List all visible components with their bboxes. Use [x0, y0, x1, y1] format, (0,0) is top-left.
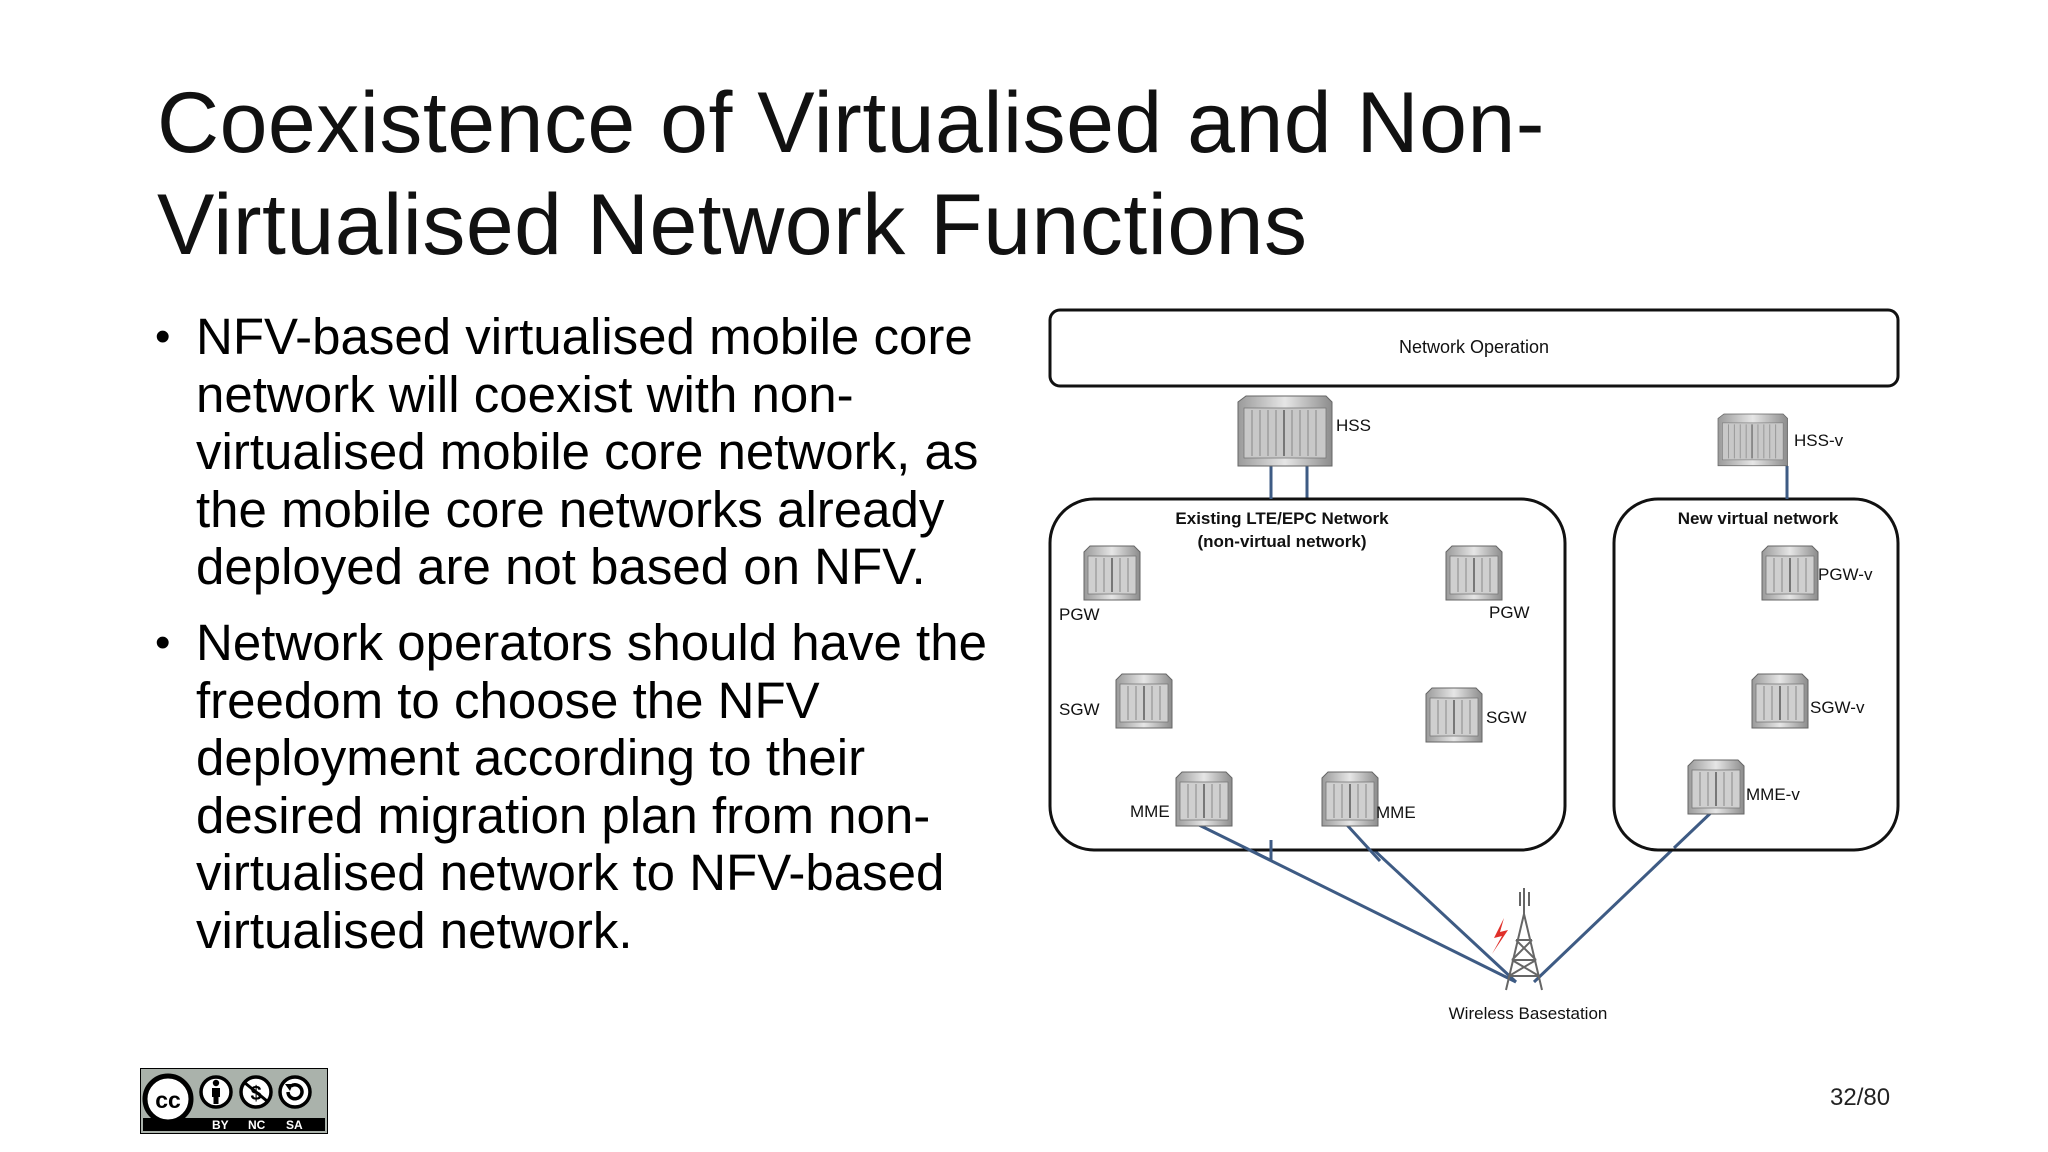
- network-operation-label: Network Operation: [1399, 337, 1549, 357]
- bullet-list: • NFV-based virtualised mobile core netw…: [155, 308, 1015, 978]
- by-icon: [199, 1075, 233, 1109]
- bullet-text: NFV-based virtualised mobile core networ…: [196, 308, 979, 596]
- mme-right-label: MME: [1376, 803, 1416, 822]
- mme-v-label: MME-v: [1746, 785, 1800, 804]
- basestation-tower-icon: [1505, 888, 1543, 991]
- mme-v-server-icon: [1687, 759, 1745, 815]
- basestation-label: Wireless Basestation: [1449, 1004, 1608, 1023]
- pgw-v-server-icon: [1761, 545, 1819, 601]
- title-line-2: Virtualised Network Functions: [157, 177, 1308, 273]
- bullet-item: • Network operators should have the free…: [155, 614, 1015, 960]
- signal-bolt-icon: [1492, 918, 1508, 954]
- existing-network-box: [1048, 497, 1567, 852]
- pgw-right-server-icon: [1445, 545, 1503, 601]
- pgw-v-label: PGW-v: [1818, 565, 1873, 584]
- sgw-right-label: SGW: [1486, 708, 1527, 727]
- bullet-dot-icon: •: [155, 617, 171, 667]
- cc-icon: cc: [142, 1073, 194, 1125]
- pgw-right-label: PGW: [1489, 603, 1530, 622]
- nc-icon: $: [239, 1075, 273, 1109]
- hss-v-server-icon: [1717, 413, 1789, 467]
- page-number: 32/80: [1830, 1084, 1891, 1111]
- cc-sa-label: SA: [286, 1118, 303, 1132]
- mme-right-server-icon: [1321, 771, 1379, 827]
- pgw-left-label: PGW: [1059, 605, 1100, 624]
- hss-server-icon: [1237, 395, 1333, 467]
- sgw-right-server-icon: [1425, 687, 1483, 743]
- sgw-v-server-icon: [1751, 673, 1809, 729]
- virtual-network-title: New virtual network: [1678, 509, 1839, 528]
- bullet-text: Network operators should have the freedo…: [196, 613, 987, 959]
- sgw-left-server-icon: [1115, 673, 1173, 729]
- cc-license-badge: cc $ BY NC SA: [140, 1068, 328, 1134]
- hss-label: HSS: [1336, 416, 1371, 435]
- sa-icon: [278, 1075, 312, 1109]
- cc-by-label: BY: [212, 1118, 229, 1132]
- network-diagram: Network Operation Existing LTE/EPC Netwo…: [1048, 308, 1900, 1023]
- virtual-network-box: [1612, 497, 1900, 852]
- mme-left-label: MME: [1130, 802, 1170, 821]
- sgw-left-label: SGW: [1059, 700, 1100, 719]
- svg-text:cc: cc: [155, 1087, 181, 1113]
- svg-text:$: $: [250, 1083, 261, 1105]
- pgw-left-server-icon: [1083, 545, 1141, 601]
- existing-network-subtitle: (non-virtual network): [1197, 532, 1366, 551]
- cc-nc-label: NC: [248, 1118, 266, 1132]
- bullet-dot-icon: •: [155, 312, 171, 361]
- network-operation-box: [1048, 308, 1900, 388]
- bullet-item: • NFV-based virtualised mobile core netw…: [155, 308, 1015, 596]
- title-line-1: Coexistence of Virtualised and Non-: [157, 75, 1545, 171]
- hss-v-label: HSS-v: [1794, 431, 1844, 450]
- mme-left-server-icon: [1175, 771, 1233, 827]
- existing-network-title: Existing LTE/EPC Network: [1175, 509, 1389, 528]
- slide-title: Coexistence of Virtualised and Non- Virt…: [157, 72, 1607, 276]
- sgw-v-label: SGW-v: [1810, 698, 1865, 717]
